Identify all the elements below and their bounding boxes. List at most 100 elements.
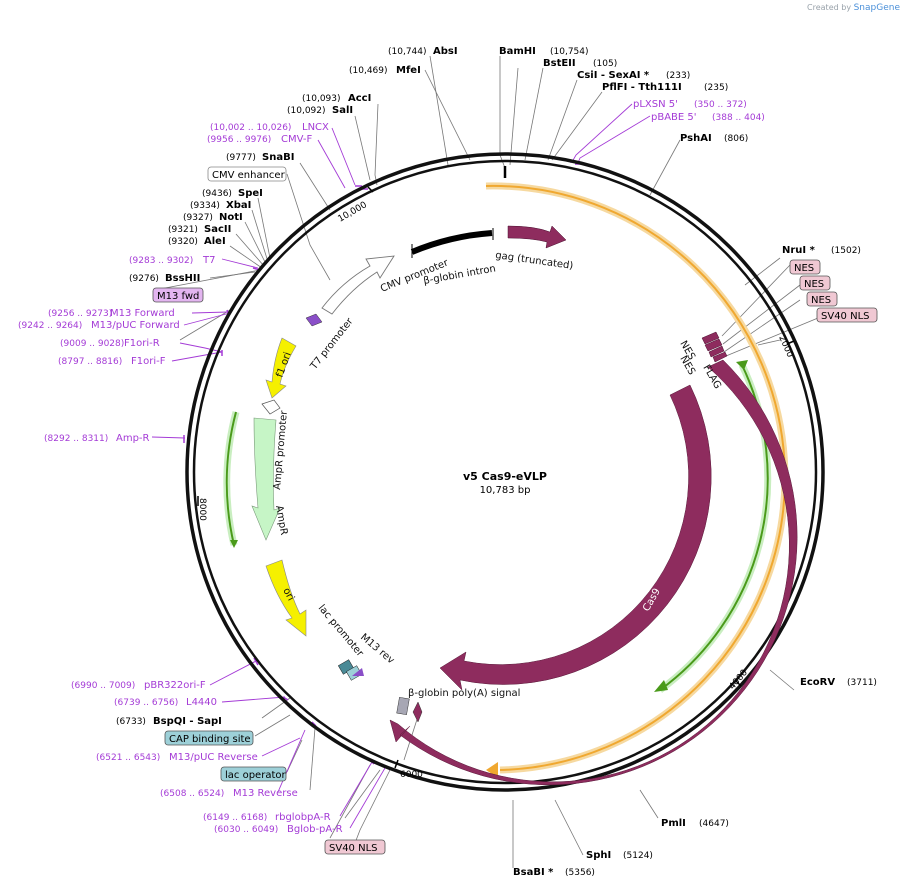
- enzyme-mfei-pos: (10,469): [349, 66, 388, 76]
- enzyme-pflfi-tth111i[interactable]: PflFI - Tth111I: [602, 82, 682, 93]
- ampr-label: AmpR: [273, 505, 289, 536]
- enzyme-bsteii[interactable]: BstEII: [543, 58, 576, 69]
- t7-promoter-mark: [305, 313, 323, 327]
- enzyme-sali-pos: (10,092): [287, 106, 326, 116]
- enzyme-mfei[interactable]: MfeI: [396, 65, 421, 76]
- enzyme-bamhi[interactable]: BamHI: [499, 46, 536, 57]
- enzyme-xbai[interactable]: XbaI: [226, 200, 251, 211]
- cmv-enhancer-box[interactable]: CMV enhancer: [207, 166, 287, 182]
- primer-m13fwd[interactable]: M13 Forward: [110, 308, 175, 319]
- primer-f1ori-r[interactable]: F1ori-R: [124, 338, 160, 349]
- f1-ori-arrow[interactable]: [265, 337, 297, 399]
- snapgene-credit: Created by SnapGene: [807, 3, 900, 13]
- enzyme-pmli[interactable]: PmlI: [661, 818, 686, 829]
- enzyme-nrui[interactable]: NruI *: [782, 245, 816, 256]
- enzyme-sphi-pos: (5124): [623, 851, 653, 861]
- backbone-inner: [192, 159, 818, 785]
- enzyme-sacii[interactable]: SacII: [204, 224, 231, 235]
- m13-fwd-box[interactable]: M13 fwd: [152, 287, 204, 303]
- primer-bglobpa-r-pos: (6030 .. 6049): [214, 825, 278, 835]
- enzyme-bsteii-pos: (105): [593, 59, 617, 69]
- nes-box-1[interactable]: NES: [789, 259, 821, 275]
- enzyme-spei[interactable]: SpeI: [238, 188, 263, 199]
- plasmid-size: 10,783 bp: [480, 485, 531, 496]
- bglobin-polya-mark: [396, 696, 410, 716]
- cas9-arc-outer: [389, 359, 798, 786]
- enzyme-snabi[interactable]: SnaBI: [262, 152, 294, 163]
- ori-arrow[interactable]: [265, 559, 307, 637]
- primer-m13puc-fwd[interactable]: M13/pUC Forward: [91, 320, 180, 331]
- primer-t7-pos: (9283 .. 9302): [129, 256, 193, 266]
- svg-text:SV40 NLS: SV40 NLS: [821, 311, 870, 322]
- primer-plxsn5[interactable]: pLXSN 5': [633, 99, 678, 110]
- primer-ampr-pos: (8292 .. 8311): [44, 434, 108, 444]
- cap-binding-site-box[interactable]: CAP binding site: [164, 730, 254, 746]
- primer-lncx-pos: (10,002 .. 10,026): [210, 123, 291, 133]
- primer-m13puc-rev[interactable]: M13/pUC Reverse: [169, 752, 258, 763]
- primer-m13puc-rev-pos: (6521 .. 6543): [96, 753, 160, 763]
- enzyme-csii-pos: (233): [666, 71, 690, 81]
- ori-label: ori: [280, 586, 296, 603]
- sv40-nls-small-mark: [412, 701, 423, 723]
- primer-rbglobpa-r[interactable]: rbglobpA-R: [275, 812, 331, 823]
- enzyme-absi[interactable]: AbsI: [433, 46, 458, 57]
- enzyme-xbai-pos: (9334): [190, 201, 220, 211]
- enzyme-noti[interactable]: NotI: [219, 212, 243, 223]
- sv40-nls-right-box[interactable]: SV40 NLS: [816, 307, 878, 323]
- enzyme-ecorv[interactable]: EcoRV: [800, 677, 835, 688]
- enzyme-bspqi-sapi[interactable]: BspQI - SapI: [153, 716, 222, 727]
- enzyme-noti-pos: (9327): [183, 213, 213, 223]
- primer-pbabe5[interactable]: pBABE 5': [651, 112, 697, 123]
- enzyme-bsshii-pos: (9276): [129, 274, 159, 284]
- primer-pbr322ori-f[interactable]: pBR322ori-F: [144, 680, 206, 691]
- nes-box-2[interactable]: NES: [799, 275, 831, 291]
- svg-text:CMV enhancer: CMV enhancer: [212, 170, 286, 181]
- enzyme-csii-sexai[interactable]: CsiI - SexAI *: [577, 70, 650, 81]
- nes-box-3[interactable]: NES: [806, 291, 838, 307]
- primer-cmvf[interactable]: CMV-F: [281, 134, 312, 145]
- enzyme-pshai[interactable]: PshAI: [680, 133, 712, 144]
- cmv-promoter-arrow[interactable]: [321, 255, 395, 315]
- enzyme-spei-pos: (9436): [202, 189, 232, 199]
- enzyme-absi-pos: (10,744): [388, 47, 427, 57]
- enzyme-sphi[interactable]: SphI: [586, 850, 611, 861]
- primer-pbr322ori-f-pos: (6990 .. 7009): [71, 681, 135, 691]
- ampr-arrow[interactable]: [251, 417, 281, 541]
- primer-f1ori-f-pos: (8797 .. 8816): [58, 357, 122, 367]
- lac-promoter-label: lac promoter: [316, 603, 366, 660]
- primer-l4440-pos: (6739 .. 6756): [114, 698, 178, 708]
- nes-segments: [701, 331, 728, 363]
- ampr-promoter-arrow[interactable]: [261, 399, 281, 415]
- gag-label: gag (truncated): [495, 250, 574, 272]
- primer-lncx[interactable]: LNCX: [302, 122, 329, 133]
- backbone-outer: [185, 152, 825, 792]
- enzyme-pflfi-pos: (235): [704, 83, 728, 93]
- enzyme-bsabi-pos: (5356): [565, 868, 595, 878]
- enzyme-sali[interactable]: SalI: [332, 105, 353, 116]
- svg-text:NES: NES: [811, 295, 831, 306]
- enzyme-bsshii[interactable]: BssHII: [165, 273, 200, 284]
- enzyme-acci[interactable]: AccI: [348, 93, 371, 104]
- enzyme-pshai-pos: (806): [724, 134, 748, 144]
- primer-m13fwd-pos: (9256 .. 9273): [48, 309, 112, 319]
- primer-t7[interactable]: T7: [202, 255, 215, 266]
- primer-f1ori-f[interactable]: F1ori-F: [131, 356, 166, 367]
- gag-arrow[interactable]: [507, 225, 567, 249]
- svg-text:SV40 NLS: SV40 NLS: [329, 843, 378, 854]
- primer-rbglobpa-r-pos: (6149 .. 6168): [203, 813, 267, 823]
- enzyme-alei[interactable]: AleI: [204, 236, 226, 247]
- tick-6000: 6000: [400, 770, 423, 780]
- bglobin-polya-label: β-globin poly(A) signal: [408, 688, 520, 699]
- sv40-nls-bottom-box[interactable]: SV40 NLS: [324, 839, 386, 855]
- lac-operator-box[interactable]: lac operator: [220, 766, 286, 782]
- svg-text:NES: NES: [794, 263, 814, 274]
- primer-m13rev[interactable]: M13 Reverse: [233, 788, 298, 799]
- primer-m13rev-pos: (6508 .. 6524): [160, 789, 224, 799]
- primer-l4440[interactable]: L4440: [186, 697, 217, 708]
- svg-text:CAP binding site: CAP binding site: [169, 734, 251, 745]
- primer-ampr[interactable]: Amp-R: [116, 433, 150, 444]
- snapgene-logo: SnapGene: [853, 3, 900, 13]
- primer-bglobpa-r[interactable]: Bglob-pA-R: [287, 824, 343, 835]
- enzyme-bsabi[interactable]: BsaBI *: [513, 867, 554, 878]
